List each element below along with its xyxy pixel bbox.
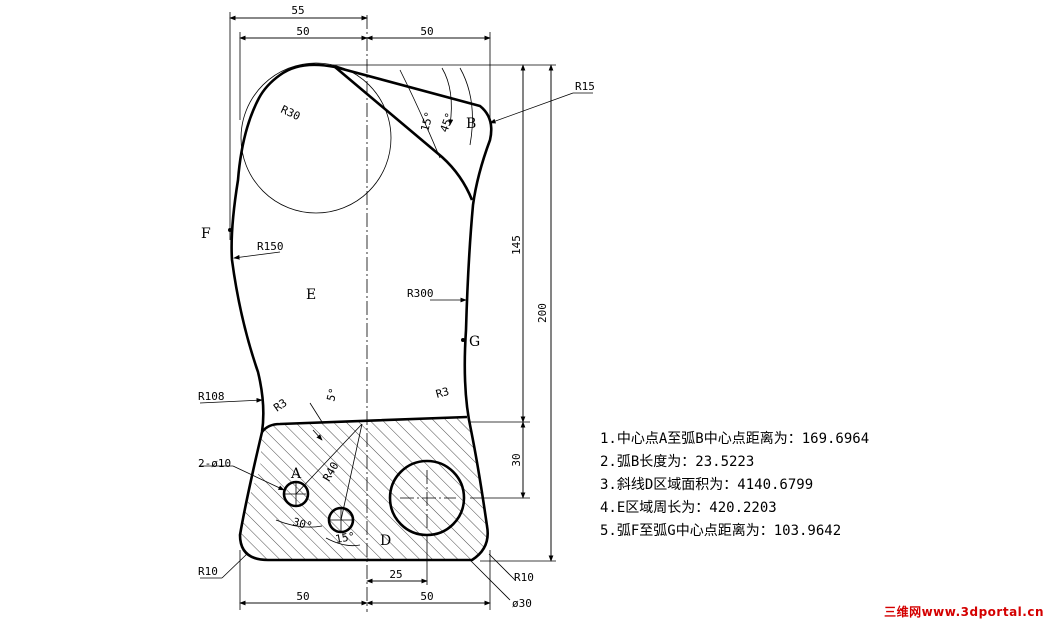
dimension-texts: 55 50 50 50 50 25 145 200 30 <box>291 4 549 603</box>
label-b: B <box>466 116 476 132</box>
watermark: 三维网www.3dportal.cn <box>884 605 1044 619</box>
holes-2-d10: 2-ø10 <box>198 457 231 470</box>
outer-profile <box>230 63 493 562</box>
region-labels: A B D E F G <box>201 116 480 549</box>
answer-list: 1.中心点A至弧B中心点距离为：169.6964 2.弧B长度为：23.5223… <box>600 428 869 543</box>
label-e: E <box>306 287 316 303</box>
hatched-region-d <box>240 417 488 560</box>
inner-step-line <box>260 415 468 433</box>
answer-5: 5.弧F至弧G中心点距离为：103.9642 <box>600 523 842 539</box>
dim-25: 25 <box>389 568 402 581</box>
label-g: G <box>469 334 480 350</box>
diagonal-edge <box>334 66 474 201</box>
radius-r3-left: R3 <box>271 396 289 414</box>
answer-4: 4.E区域周长为：420.2203 <box>600 500 777 516</box>
radius-r30: R30 <box>279 103 303 123</box>
angle-15-bottom: 15° <box>334 530 356 546</box>
label-d: D <box>380 533 391 549</box>
radius-r300: R300 <box>407 287 434 300</box>
radius-r10-right: R10 <box>514 571 534 584</box>
diameter-30: ø30 <box>512 597 532 610</box>
dim-bottom-right-50: 50 <box>420 590 433 603</box>
radius-r108: R108 <box>198 390 225 403</box>
hole-b <box>327 506 355 534</box>
answer-3: 3.斜线D区域面积为：4140.6799 <box>600 477 814 493</box>
point-markers <box>228 228 465 342</box>
radius-r10-left: R10 <box>198 565 218 578</box>
answer-1: 1.中心点A至弧B中心点距离为：169.6964 <box>600 431 870 447</box>
dim-top-right-50: 50 <box>420 25 433 38</box>
angle-5: 5° <box>324 387 340 403</box>
r30-circle <box>240 62 392 214</box>
dim-200: 200 <box>536 303 549 323</box>
label-a: A <box>290 466 302 482</box>
dim-30: 30 <box>510 453 523 466</box>
label-f: F <box>201 226 211 242</box>
dim-top-left-50: 50 <box>296 25 309 38</box>
hole-a <box>282 480 310 508</box>
dim-55: 55 <box>291 4 304 17</box>
radius-r15: R15 <box>575 80 595 93</box>
angle-15-top: 15° <box>418 110 436 133</box>
radius-r150: R150 <box>257 240 284 253</box>
dim-bottom-left-50: 50 <box>296 590 309 603</box>
radius-r3-right: R3 <box>434 385 450 401</box>
angle-45: 45° <box>438 111 457 134</box>
dimension-lines <box>229 12 556 610</box>
answer-2: 2.弧B长度为：23.5223 <box>600 454 755 470</box>
angle-30: 30° <box>291 515 314 533</box>
construction-lines <box>199 67 593 601</box>
angle-texts: 15° 45° 5° 30° 15° <box>291 110 456 546</box>
dim-145: 145 <box>510 235 523 255</box>
